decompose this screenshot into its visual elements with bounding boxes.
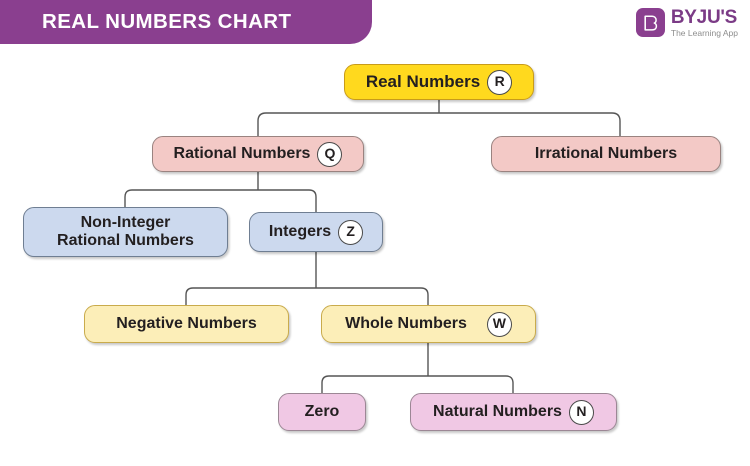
- book-glyph: [636, 8, 665, 37]
- edge-whole-to-children: [321, 343, 514, 393]
- badge-r: R: [487, 69, 513, 95]
- node-label: Whole Numbers: [345, 315, 467, 333]
- header-banner: [0, 0, 372, 44]
- page-title: REAL NUMBERS CHART: [42, 10, 292, 33]
- node-label: Real Numbers: [365, 72, 481, 92]
- edge-integers-to-children: [185, 252, 429, 305]
- node-integers[interactable]: Integers Z: [249, 212, 383, 252]
- node-label: Irrational Numbers: [534, 145, 678, 163]
- logo-name: BYJU'S: [670, 7, 737, 28]
- node-label: Integers: [268, 223, 332, 241]
- edge-real-to-children: [257, 100, 621, 136]
- node-irrational-numbers[interactable]: Irrational Numbers: [491, 136, 721, 172]
- node-label: Natural Numbers: [433, 403, 562, 421]
- node-rational-numbers[interactable]: Rational Numbers Q: [152, 136, 364, 172]
- node-negative-numbers[interactable]: Negative Numbers: [84, 305, 289, 343]
- node-whole-numbers[interactable]: Whole Numbers W: [321, 305, 536, 343]
- badge-z: Z: [338, 219, 364, 245]
- edge-rational-to-children: [124, 172, 317, 212]
- node-non-integer-rational-numbers[interactable]: Non-Integer Rational Numbers: [23, 207, 228, 257]
- node-label: Non-Integer Rational Numbers: [57, 214, 194, 249]
- node-label: Zero: [304, 403, 340, 421]
- node-real-numbers[interactable]: Real Numbers R: [344, 64, 534, 100]
- logo-wordmark: BYJU'S The Learning App: [671, 8, 738, 38]
- byjus-logo: BYJU'S The Learning App: [635, 8, 738, 38]
- byjus-book-icon: [635, 8, 665, 38]
- node-label: Negative Numbers: [116, 315, 257, 333]
- node-zero[interactable]: Zero: [278, 393, 366, 431]
- badge-n: N: [568, 399, 594, 425]
- node-natural-numbers[interactable]: Natural Numbers N: [410, 393, 617, 431]
- badge-w: W: [486, 311, 512, 337]
- logo-tagline: The Learning App: [670, 28, 738, 38]
- badge-q: Q: [317, 141, 343, 167]
- node-label: Rational Numbers: [173, 145, 311, 163]
